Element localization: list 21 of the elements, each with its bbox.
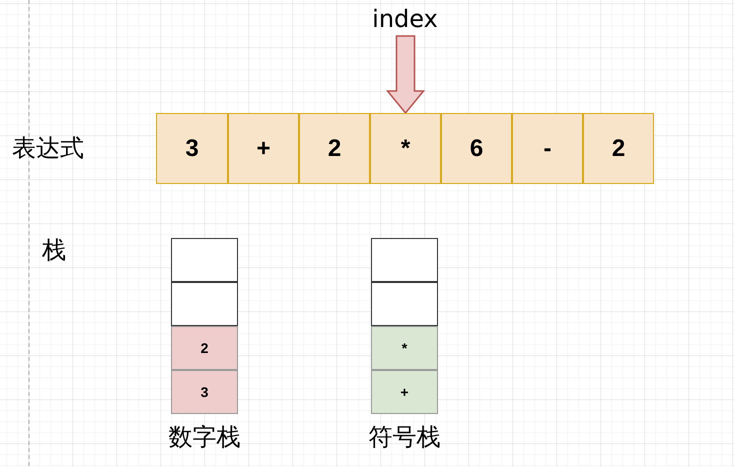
empty-stack-cell xyxy=(171,282,238,326)
index-label: index xyxy=(370,2,440,36)
empty-stack-cell xyxy=(371,238,438,282)
stack-caption: 数字栈 xyxy=(168,422,242,452)
expression-cell: * xyxy=(370,113,441,184)
expression-cell: - xyxy=(512,113,583,184)
operator-stack-cell: + xyxy=(371,370,438,414)
empty-stack-cell xyxy=(171,238,238,282)
expression-cell: 2 xyxy=(299,113,370,184)
number-stack-cell: 2 xyxy=(171,326,238,370)
stack-label: 栈 xyxy=(42,235,66,266)
expression-cell: 6 xyxy=(441,113,512,184)
expression-label: 表达式 xyxy=(12,133,84,164)
block-arrow xyxy=(386,35,426,114)
operator-stack-cell: * xyxy=(371,326,438,370)
stack-caption: 符号栈 xyxy=(368,422,442,452)
expression-cell: 2 xyxy=(583,113,654,184)
expression-cell: + xyxy=(228,113,299,184)
number-stack-cell: 3 xyxy=(171,370,238,414)
empty-stack-cell xyxy=(371,282,438,326)
expression-cell: 3 xyxy=(156,113,228,184)
